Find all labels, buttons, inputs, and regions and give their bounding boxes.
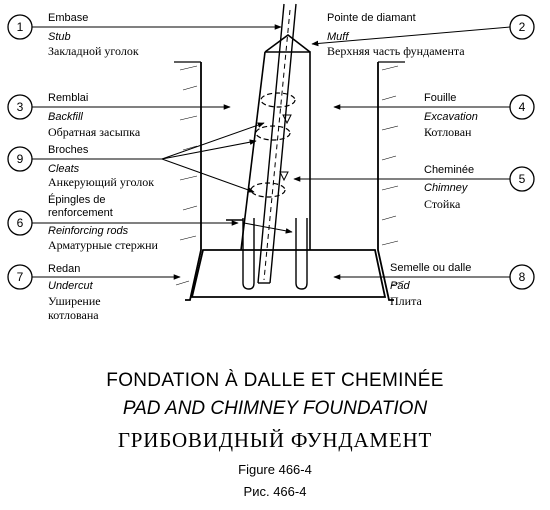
figure-number: Figure 466-4 (238, 462, 312, 477)
svg-text:Fouille: Fouille (424, 92, 456, 104)
label-8: Semelle ou dalle Pad Плита (390, 262, 471, 308)
svg-text:Muff: Muff (327, 31, 349, 43)
figure-number-russian: Рис. 466-4 (243, 484, 307, 499)
callout-number-1: 1 (17, 20, 24, 34)
leader-lines (32, 24, 511, 280)
svg-text:Stub: Stub (48, 31, 71, 43)
cleats (250, 92, 296, 198)
label-2: Pointe de diamant Muff Верхняя часть фун… (327, 12, 465, 58)
svg-text:Redan: Redan (48, 263, 80, 275)
label-6: Épingles de renforcement Reinforcing rod… (48, 193, 159, 252)
svg-text:Pointe de diamant: Pointe de diamant (327, 12, 416, 24)
callout-number-7: 7 (17, 270, 24, 284)
svg-text:Cleats: Cleats (48, 163, 80, 175)
caption-english: PAD AND CHIMNEY FOUNDATION (122, 398, 428, 419)
svg-text:Reinforcing rods: Reinforcing rods (48, 225, 129, 237)
svg-text:Embase: Embase (48, 12, 88, 24)
svg-text:котлована: котлована (48, 308, 99, 322)
excavation-pit (185, 62, 394, 301)
svg-text:Semelle ou dalle: Semelle ou dalle (390, 262, 471, 274)
svg-text:Стойка: Стойка (424, 197, 461, 211)
stub-angle (257, 3, 297, 284)
svg-text:Закладной уголок: Закладной уголок (48, 44, 139, 58)
svg-text:renforcement: renforcement (48, 207, 113, 219)
svg-text:Арматурные стержни: Арматурные стержни (48, 238, 159, 252)
callout-number-9: 9 (17, 152, 24, 166)
callout-number-8: 8 (519, 270, 526, 284)
label-4: Fouille Excavation Котлован (424, 92, 478, 139)
callout-number-3: 3 (17, 100, 24, 114)
callout-number-5: 5 (519, 172, 526, 186)
label-1: Embase Stub Закладной уголок (48, 12, 139, 58)
svg-text:Анкерующий уголок: Анкерующий уголок (48, 175, 154, 189)
svg-text:Chimney: Chimney (424, 182, 469, 194)
svg-text:Broches: Broches (48, 144, 89, 156)
callout-number-4: 4 (519, 100, 526, 114)
pad-slab (190, 249, 387, 298)
reinforcing-rods (226, 218, 308, 290)
svg-text:Undercut: Undercut (48, 280, 94, 292)
svg-text:Уширение: Уширение (48, 294, 101, 308)
callout-number-6: 6 (17, 216, 24, 230)
svg-text:Обратная засыпка: Обратная засыпка (48, 125, 141, 139)
svg-text:Épingles de: Épingles de (48, 193, 106, 206)
caption-russian: ГРИБОВИДНЫЙ ФУНДАМЕНТ (117, 428, 433, 452)
svg-text:Cheminée: Cheminée (424, 164, 474, 176)
label-5: Cheminée Chimney Стойка (424, 164, 474, 211)
callout-number-2: 2 (519, 20, 526, 34)
svg-text:Backfill: Backfill (48, 111, 83, 123)
label-7: Redan Undercut Уширение котлована (48, 263, 101, 322)
svg-text:Котлован: Котлован (424, 125, 472, 139)
svg-text:Плита: Плита (390, 294, 422, 308)
label-9: Broches Cleats Анкерующий уголок (48, 144, 154, 189)
caption-french: FONDATION À DALLE ET CHEMINÉE (106, 370, 444, 391)
soil-hatching (175, 65, 405, 286)
svg-text:Remblai: Remblai (48, 92, 88, 104)
svg-text:Pad: Pad (390, 280, 410, 292)
label-3: Remblai Backfill Обратная засыпка (48, 92, 141, 139)
svg-text:Верхняя часть фундамента: Верхняя часть фундамента (327, 44, 465, 58)
cleat-marks (279, 114, 292, 182)
svg-text:Excavation: Excavation (424, 111, 478, 123)
